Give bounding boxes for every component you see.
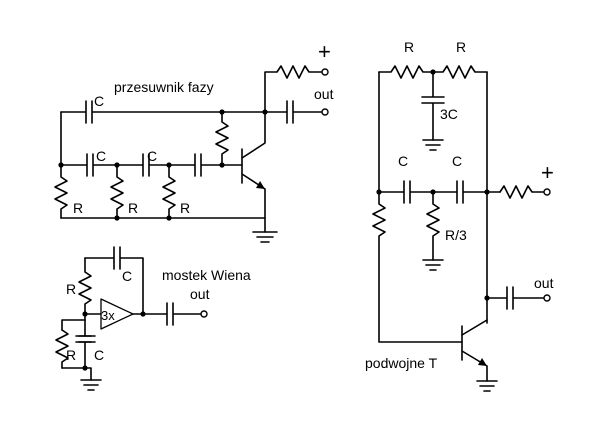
twin-t-transistor (461, 319, 488, 382)
output-capacitor (132, 302, 203, 326)
collector-resistor (264, 65, 325, 113)
ladder-resistor-2 (110, 164, 124, 219)
ground-symbol (476, 380, 498, 392)
bottom-capacitors (378, 180, 501, 204)
resistor-label: R (456, 39, 466, 55)
emitter-arrow (478, 358, 487, 366)
ground-symbol (422, 259, 444, 271)
junction-dot (219, 162, 225, 168)
resistor-label: R (404, 39, 414, 55)
capacitor-label: C (94, 93, 104, 109)
output-label: out (190, 286, 210, 302)
capacitor-label: C (96, 148, 106, 164)
capacitor-label: C (398, 153, 408, 169)
junction-dot (114, 162, 120, 168)
capacitor-label: C (122, 268, 132, 284)
resistor-label: R (73, 200, 83, 216)
supply-plus-label: + (541, 160, 554, 185)
collector-lead (461, 319, 488, 336)
junction-dot (82, 311, 88, 317)
amplifier-gain-label: 3x (101, 308, 115, 323)
junction-dot (166, 215, 172, 221)
capacitor-label: 3C (440, 106, 458, 122)
ground-symbol (80, 379, 102, 391)
supply-terminal (543, 188, 551, 196)
output-terminal (200, 310, 208, 318)
phase-shift-oscillator: przesuwnik fazy + out C C C R R R (54, 39, 334, 243)
left-rail-resistor (372, 191, 463, 343)
feedback-resistor (78, 257, 92, 315)
capacitor-label: C (452, 153, 462, 169)
twin-t-title: podwojne T (365, 355, 438, 371)
junction-dot (82, 365, 88, 371)
junction-dot (430, 189, 436, 195)
amplifier-triangle (100, 298, 134, 330)
shunt-capacitor-stub (78, 319, 92, 343)
output-label: out (314, 86, 334, 102)
phase-shift-title: przesuwnik fazy (114, 79, 214, 95)
output-label: out (534, 275, 554, 291)
output-terminal (543, 294, 551, 302)
ladder-resistor-1 (54, 164, 68, 219)
resistor-label: R (128, 200, 138, 216)
capacitor-label: C (94, 347, 104, 363)
phase-shift-transistor (241, 111, 266, 233)
bottom-wire (61, 367, 92, 381)
center-capacitor (421, 71, 445, 141)
collector-resistor (499, 185, 546, 199)
junction-dot (262, 109, 268, 115)
ground-symbol (422, 139, 444, 151)
emitter-lead (461, 350, 488, 382)
collector-lead (241, 111, 266, 159)
junction-dot (484, 295, 490, 301)
feedback-capacitor (60, 100, 266, 124)
junction-dot (140, 311, 146, 317)
output-terminal (321, 108, 329, 116)
junction-dot (484, 189, 490, 195)
capacitor-label: C (147, 148, 157, 164)
emitter-arrow (256, 181, 265, 189)
bias-resistor (215, 111, 229, 166)
junction-dot (114, 215, 120, 221)
supply-plus-label: + (318, 39, 331, 64)
output-capacitor (486, 286, 546, 310)
junction-dot (376, 189, 382, 195)
resistor-label: R (66, 347, 76, 363)
junction-dot (166, 162, 172, 168)
junction-dot (219, 109, 225, 115)
shunt-resistor (55, 329, 69, 369)
feedback-capacitor (84, 246, 144, 315)
twin-t-oscillator: R R 3C C C R/3 + out podwojne T (365, 39, 554, 392)
wien-bridge-oscillator: mostek Wiena out 3x C R R C (55, 246, 251, 391)
junction-dot (430, 69, 436, 75)
wien-title: mostek Wiena (162, 267, 251, 283)
junction-dot (58, 162, 64, 168)
shunt-wire (61, 313, 86, 331)
supply-terminal (321, 68, 329, 76)
ground-symbol (252, 231, 278, 243)
ladder-resistor-3 (162, 164, 176, 219)
resistor-label: R (180, 200, 190, 216)
resistor-label: R (66, 281, 76, 297)
resistor-label: R/3 (445, 227, 467, 243)
shunt-capacitor (75, 335, 96, 369)
emitter-lead (241, 173, 266, 233)
center-resistor (426, 191, 440, 261)
output-capacitor (264, 100, 325, 124)
